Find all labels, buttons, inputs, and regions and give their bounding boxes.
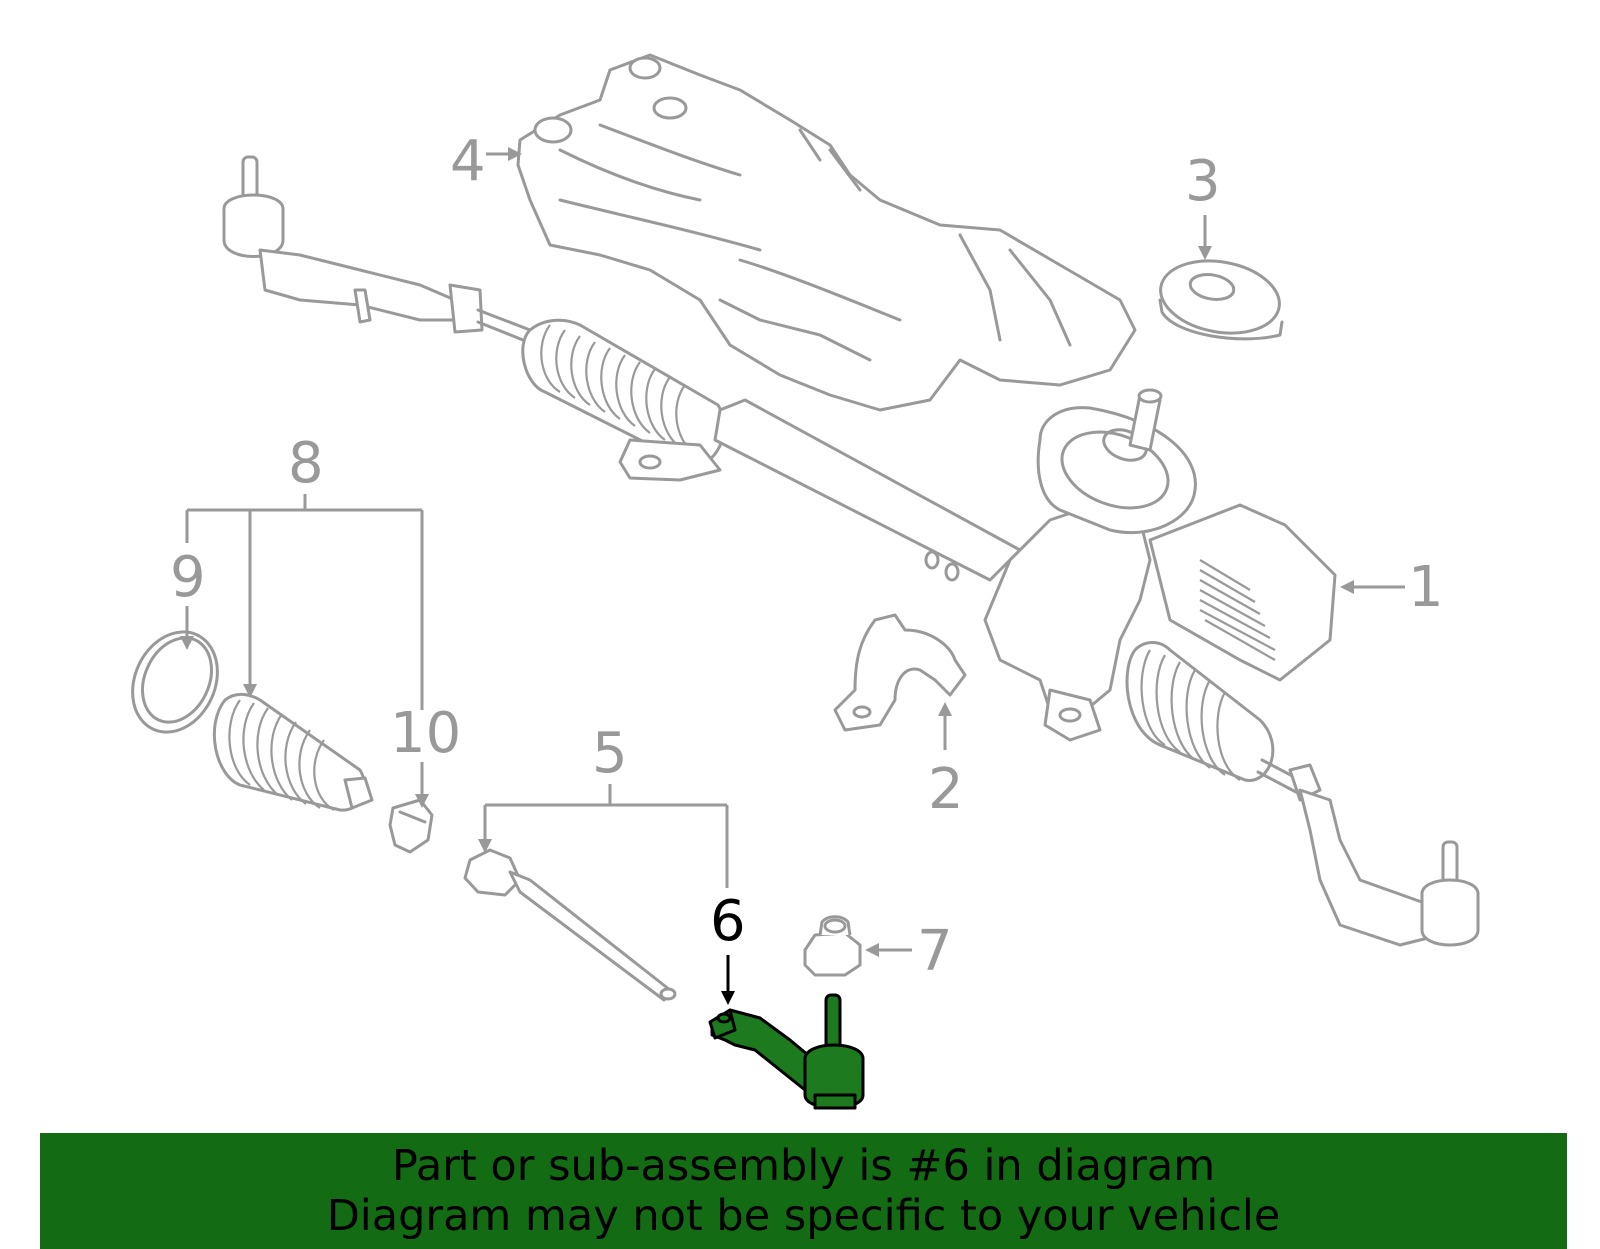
callout-3: 3 [1185,149,1221,214]
bellows-boot-part[interactable] [212,692,374,812]
leader-lines [180,147,1405,957]
callout-8: 8 [288,431,324,496]
callout-4: 4 [450,129,486,194]
highlight-leader [721,955,735,1005]
right-bellows-ribs [1140,649,1241,781]
inner-tie-rod-part[interactable] [463,848,677,1002]
clamp-part[interactable] [833,613,967,732]
outer-tie-rod-end-highlighted[interactable] [708,993,865,1110]
nut-part[interactable] [803,915,862,977]
banner-line-2: Diagram may not be specific to your vehi… [326,1191,1281,1241]
callout-10: 10 [390,701,461,766]
callout-5: 5 [592,721,628,786]
clip-part[interactable] [388,798,434,854]
callout-1: 1 [1408,555,1444,620]
boot-ribs [228,699,335,811]
heat-shield-part[interactable] [516,53,1137,412]
right-tie-rod-end[interactable] [1256,758,1480,947]
banner-line-1: Part or sub-assembly is #6 in diagram [391,1141,1216,1191]
callout-2: 2 [928,757,964,822]
steering-gear-part[interactable] [521,318,1337,782]
ecu-fins [1199,559,1276,661]
left-bellows-ribs [540,324,696,455]
callout-9: 9 [170,545,206,610]
left-tie-rod-end[interactable] [222,155,532,344]
info-banner: Part or sub-assembly is #6 in diagram Di… [40,1133,1567,1249]
callout-labels: 4 3 1 2 8 9 10 5 6 7 [170,129,1444,984]
callout-6: 6 [710,889,746,954]
ring-part[interactable] [117,618,233,746]
callout-7: 7 [917,919,953,984]
washer-part[interactable] [1155,252,1285,342]
